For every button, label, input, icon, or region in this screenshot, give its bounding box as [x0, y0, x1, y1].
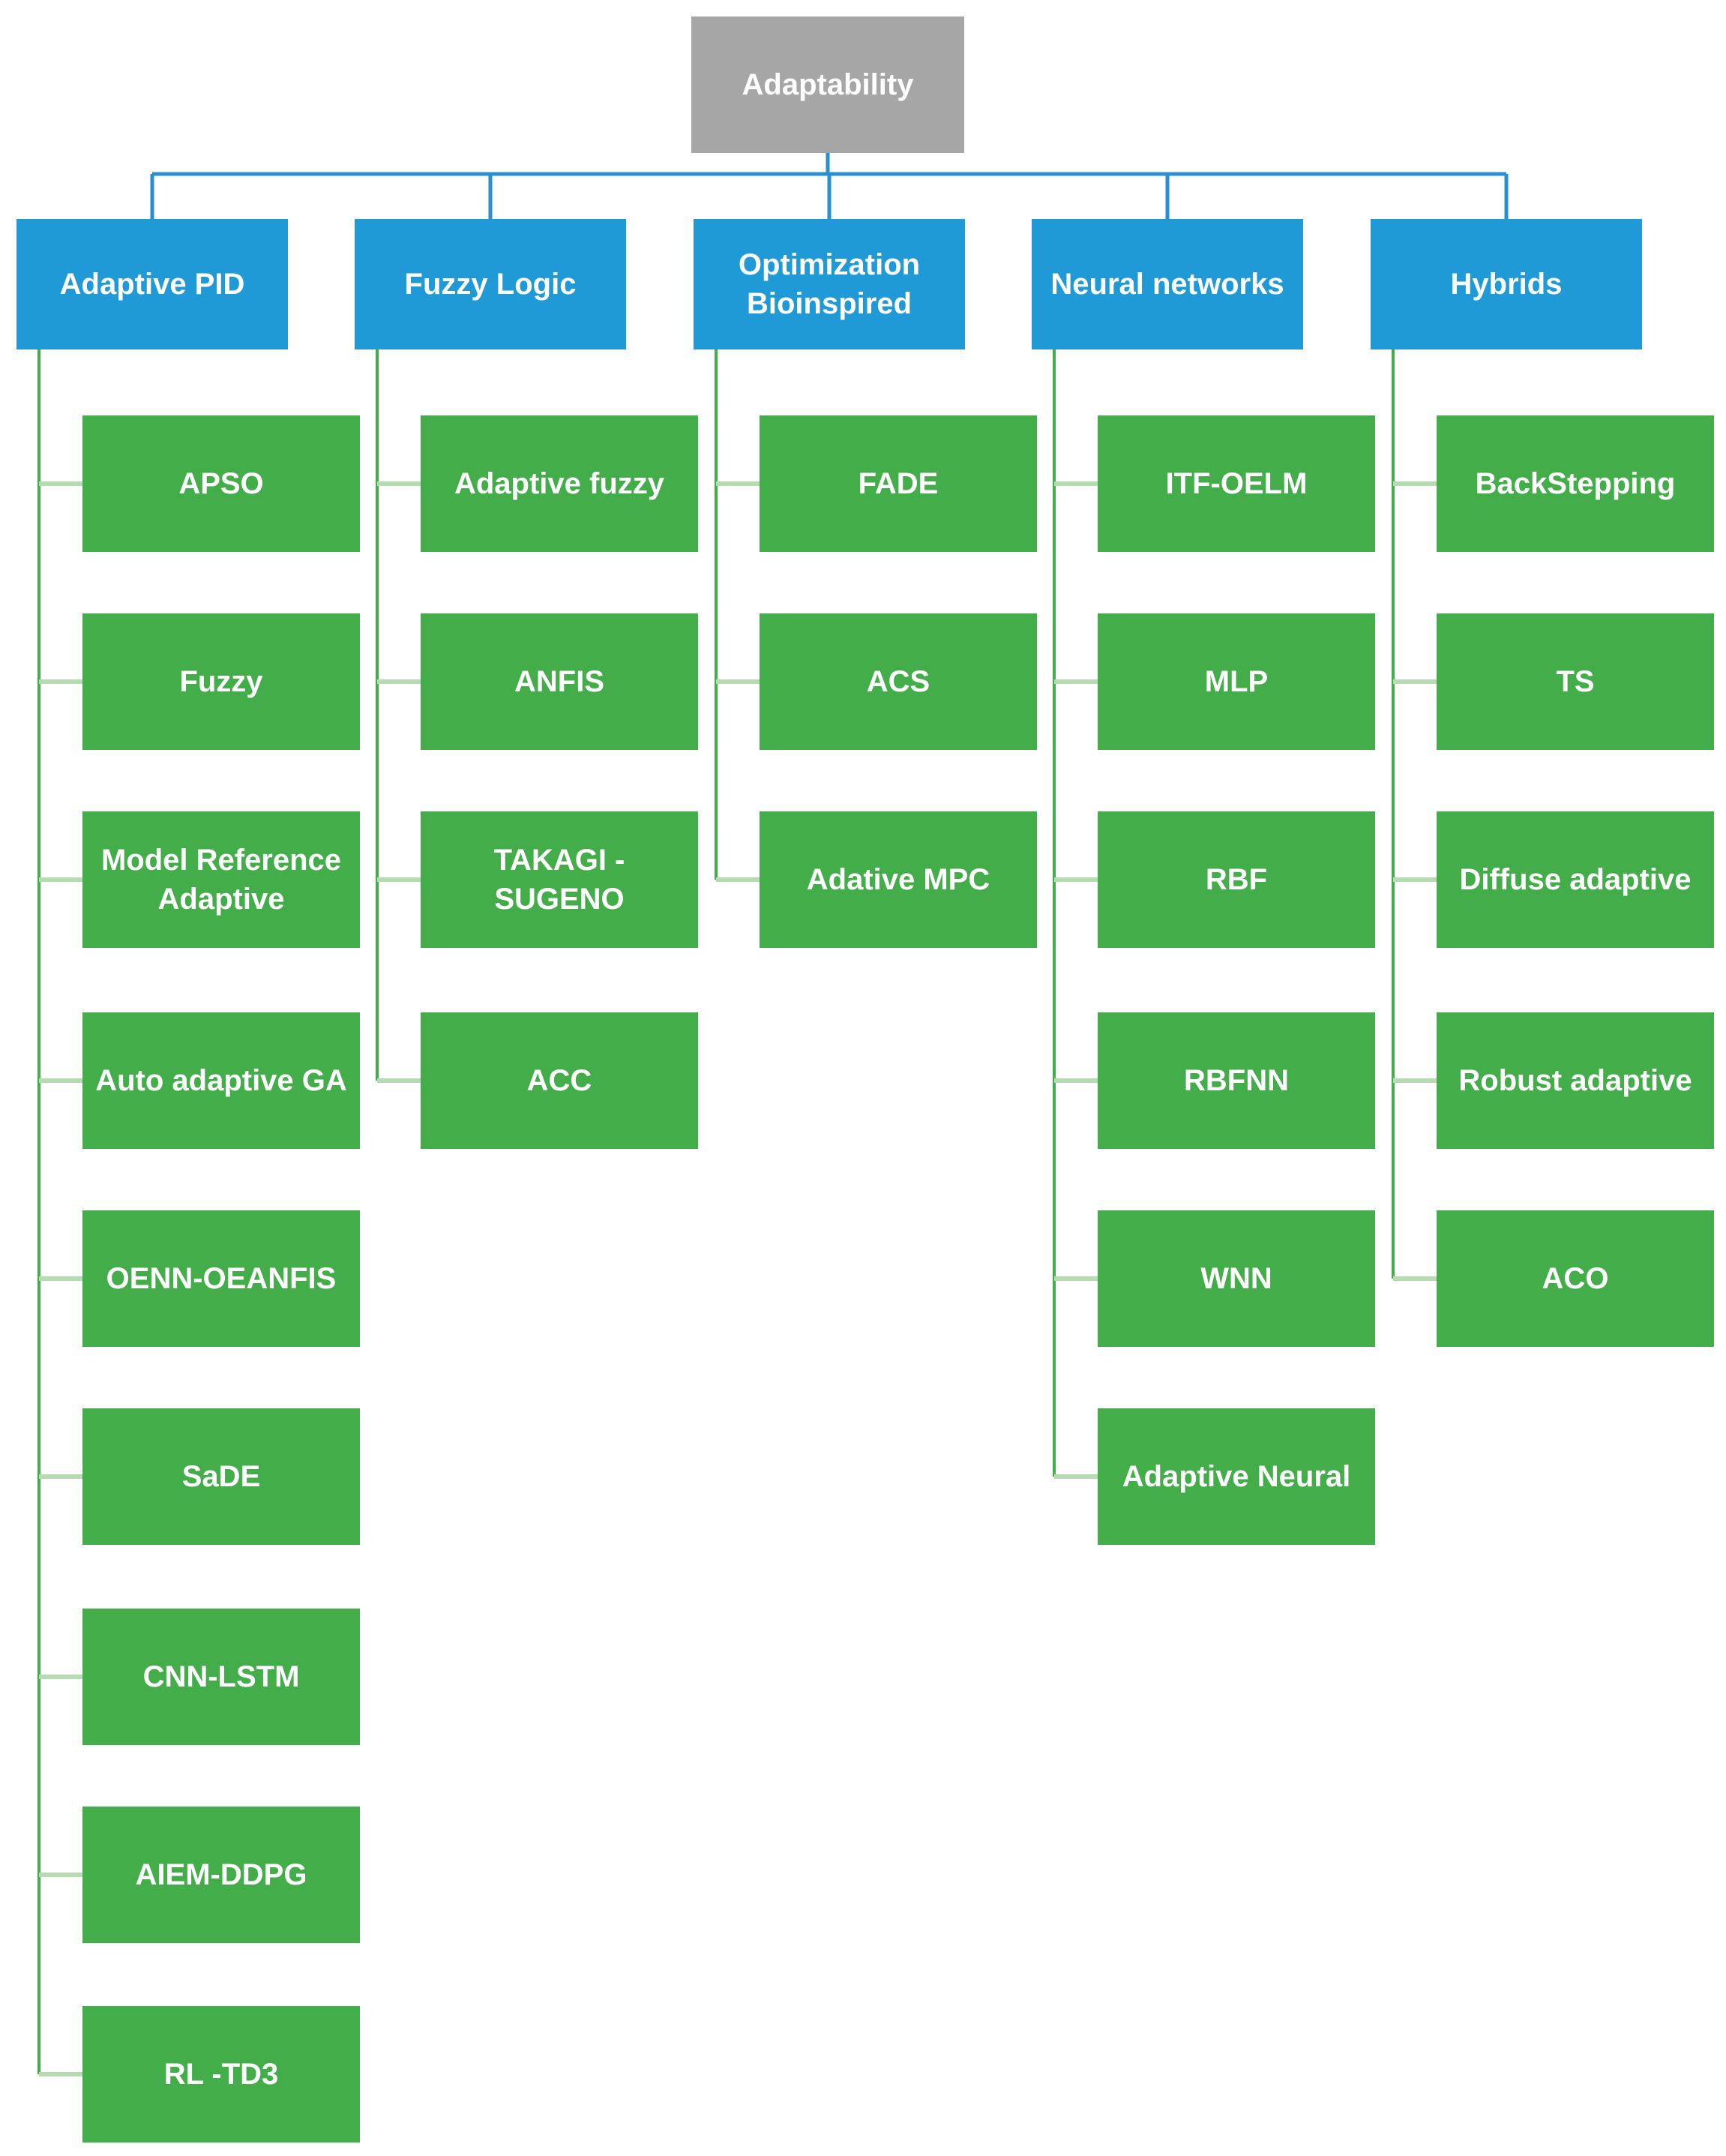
leaf-fuzzy: Fuzzy — [82, 613, 360, 750]
leaf-adaptive-fuzzy: Adaptive fuzzy — [421, 415, 698, 552]
leaf-rbf: RBF — [1098, 811, 1375, 948]
category-neural-networks: Neural networks — [1032, 219, 1303, 349]
leaf-rl-td3: RL -TD3 — [82, 2006, 360, 2143]
leaf-apso: APSO — [82, 415, 360, 552]
category-optimization-bioinspired: Optimization Bioinspired — [694, 219, 965, 349]
leaf-diffuse-adaptive: Diffuse adaptive — [1437, 811, 1714, 948]
leaf-model-reference-adaptive: Model Reference Adaptive — [82, 811, 360, 948]
leaf-acc: ACC — [421, 1012, 698, 1149]
category-hybrids: Hybrids — [1371, 219, 1642, 349]
leaf-aiem-ddpg: AIEM-DDPG — [82, 1807, 360, 1943]
leaf-adaptive-neural: Adaptive Neural — [1098, 1408, 1375, 1545]
leaf-itf-oelm: ITF-OELM — [1098, 415, 1375, 552]
category-adaptive-pid: Adaptive PID — [16, 219, 288, 349]
leaf-fade: FADE — [760, 415, 1037, 552]
leaf-auto-adaptive-ga: Auto adaptive GA — [82, 1012, 360, 1149]
leaf-adative-mpc: Adative MPC — [760, 811, 1037, 948]
leaf-robust-adaptive: Robust adaptive — [1437, 1012, 1714, 1149]
category-fuzzy-logic: Fuzzy Logic — [355, 219, 626, 349]
leaf-acs: ACS — [760, 613, 1037, 750]
leaf-wnn: WNN — [1098, 1210, 1375, 1347]
leaf-cnn-lstm: CNN-LSTM — [82, 1609, 360, 1745]
root-node-adaptability: Adaptability — [691, 16, 964, 153]
leaf-mlp: MLP — [1098, 613, 1375, 750]
leaf-backstepping: BackStepping — [1437, 415, 1714, 552]
leaf-sade: SaDE — [82, 1408, 360, 1545]
leaf-anfis: ANFIS — [421, 613, 698, 750]
leaf-rbfnn: RBFNN — [1098, 1012, 1375, 1149]
leaf-ts: TS — [1437, 613, 1714, 750]
leaf-takagi-sugeno: TAKAGI - SUGENO — [421, 811, 698, 948]
leaf-aco: ACO — [1437, 1210, 1714, 1347]
leaf-oenn-oeanfis: OENN-OEANFIS — [82, 1210, 360, 1347]
